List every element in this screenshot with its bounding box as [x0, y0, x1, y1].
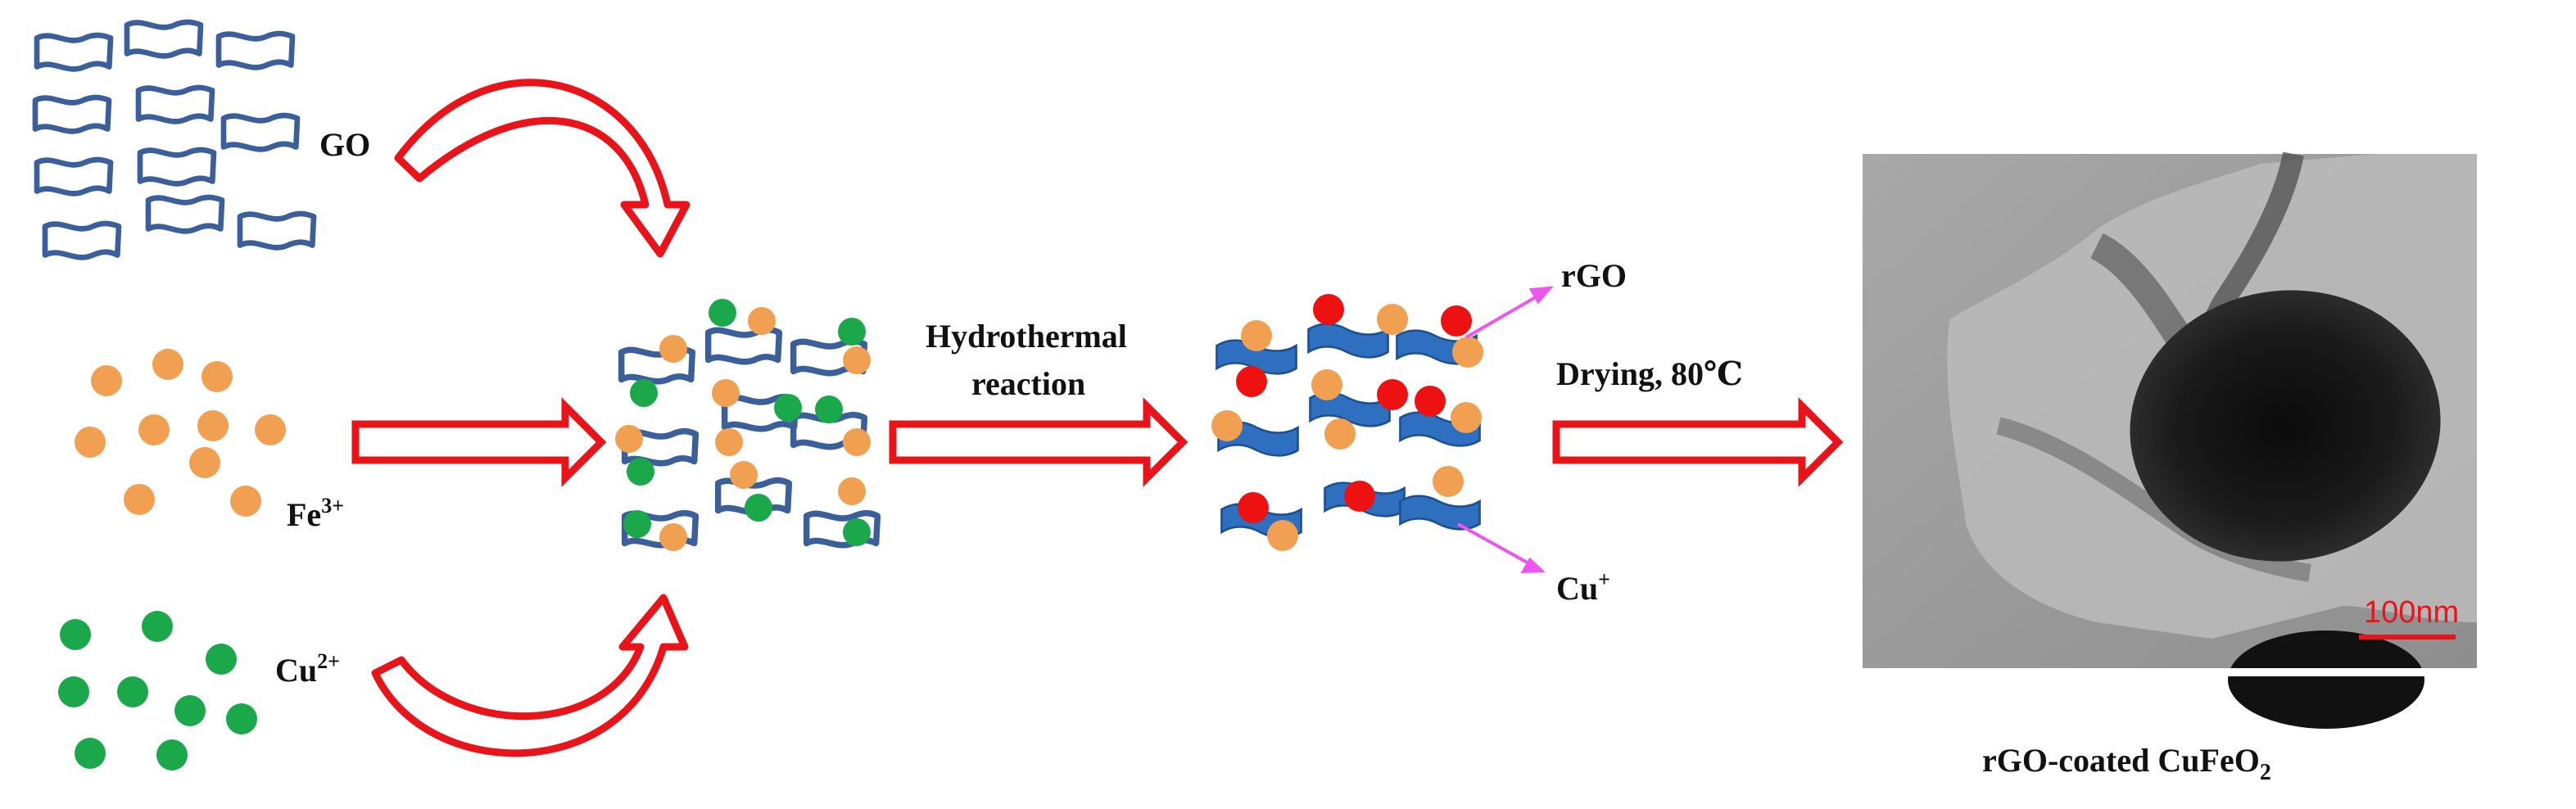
fe-ion	[197, 410, 229, 441]
cu2-ion	[838, 318, 866, 346]
hollow-right-arrow-icon	[889, 397, 1188, 487]
cu-plus-ion	[1441, 305, 1472, 337]
cu2-ion	[843, 518, 871, 546]
tem-image: 100nm	[1863, 151, 2477, 729]
cu2-ion	[627, 458, 654, 486]
go-sheet-icon	[45, 224, 119, 257]
go-sheet-icon	[148, 197, 222, 231]
fe-ion	[201, 361, 233, 392]
go-sheets-group	[35, 22, 314, 257]
cu2-label: Cu2+	[275, 649, 340, 689]
product-label: rGO-coated CuFeO2	[1982, 742, 2271, 785]
fe-ion	[838, 477, 866, 505]
fe-ion	[189, 447, 220, 478]
cu2-ion	[623, 510, 651, 538]
cu2-ion	[774, 394, 802, 422]
hydrothermal-label: Hydrothermal	[926, 318, 1127, 355]
mixture-group	[615, 299, 877, 551]
drying-label: Drying, 80℃	[1556, 355, 1743, 392]
go-label: GO	[319, 126, 370, 163]
hollow-right-arrow-icon	[351, 397, 607, 487]
fe-ion	[715, 428, 743, 456]
fe-ions-group	[75, 349, 286, 517]
fe-ion	[730, 461, 758, 489]
cu-plus-ion	[1313, 294, 1344, 325]
cu2-ion	[117, 676, 148, 707]
reaction-label: reaction	[971, 365, 1085, 402]
cu2-ion	[709, 299, 736, 327]
go-sheet-icon	[240, 214, 314, 247]
fe-ion	[712, 379, 740, 407]
cu2-ion	[58, 676, 89, 707]
fe-ion	[748, 307, 776, 335]
fe-ion	[1241, 320, 1272, 351]
scale-bar-label: 100nm	[2364, 595, 2459, 630]
fe-ion	[615, 425, 643, 453]
cu2-ion	[745, 494, 772, 522]
fe-ion	[230, 486, 261, 517]
cu2-ions-group	[58, 611, 257, 771]
fe-ion	[1324, 418, 1356, 450]
cu-plus-pointer-icon	[1457, 522, 1546, 574]
cu-plus-ion	[1377, 379, 1408, 410]
fe-ion	[843, 428, 871, 456]
cu2-ion	[75, 738, 106, 769]
go-sheet-icon	[224, 115, 297, 149]
fe-ion	[91, 365, 122, 396]
fe-ion	[1267, 520, 1298, 551]
cu2-ion	[206, 644, 237, 675]
fe-ion	[138, 414, 170, 445]
fe-ion	[1433, 466, 1464, 497]
mixture-sheet-icon	[709, 330, 780, 362]
fe-ion	[75, 427, 106, 458]
fe-ion	[659, 523, 687, 551]
rgo-product-group	[1211, 294, 1483, 551]
cu2-ion	[630, 379, 658, 407]
cu-plus-label: Cu+	[1556, 567, 1610, 607]
cu-plus-ion	[1236, 366, 1267, 397]
cu2-ion	[142, 611, 173, 642]
go-sheet-icon	[37, 160, 111, 193]
fe-ion	[843, 346, 871, 374]
fe-ion	[1311, 369, 1342, 400]
go-sheet-icon	[138, 88, 212, 121]
rgo-label: rGO	[1561, 257, 1627, 294]
scale-bar	[2359, 635, 2456, 640]
fe-label: Fe3+	[287, 494, 344, 533]
fe-ion	[659, 335, 687, 363]
cu2-ion	[174, 695, 206, 726]
cu2-ion	[60, 619, 91, 650]
cu-plus-ion	[1415, 386, 1446, 417]
rgo-sheet-icon	[1307, 323, 1389, 359]
go-sheet-icon	[127, 22, 201, 56]
cu-plus-ion	[1344, 481, 1375, 512]
cu2-ion	[226, 703, 257, 734]
cu-plus-ion	[1238, 492, 1269, 523]
go-sheet-icon	[35, 97, 109, 131]
cu2-ion	[156, 739, 188, 771]
rgo-sheet-icon	[1399, 495, 1481, 531]
fe-ion	[255, 414, 286, 445]
rgo-pointer-icon	[1465, 286, 1554, 339]
fe-ion	[152, 349, 183, 380]
curved-hollow-arrow-icon	[394, 79, 690, 258]
cu2-ion	[815, 395, 843, 423]
fe-ion	[1452, 337, 1483, 368]
fe-ion	[124, 484, 155, 515]
go-sheet-icon	[37, 35, 111, 69]
go-sheet-icon	[219, 34, 292, 67]
fe-ion	[1377, 304, 1408, 335]
curved-hollow-arrow-icon	[371, 594, 689, 757]
go-sheet-icon	[140, 150, 214, 183]
hollow-right-arrow-icon	[1552, 397, 1844, 487]
fe-ion	[1451, 402, 1482, 433]
fe-ion	[1211, 410, 1243, 441]
